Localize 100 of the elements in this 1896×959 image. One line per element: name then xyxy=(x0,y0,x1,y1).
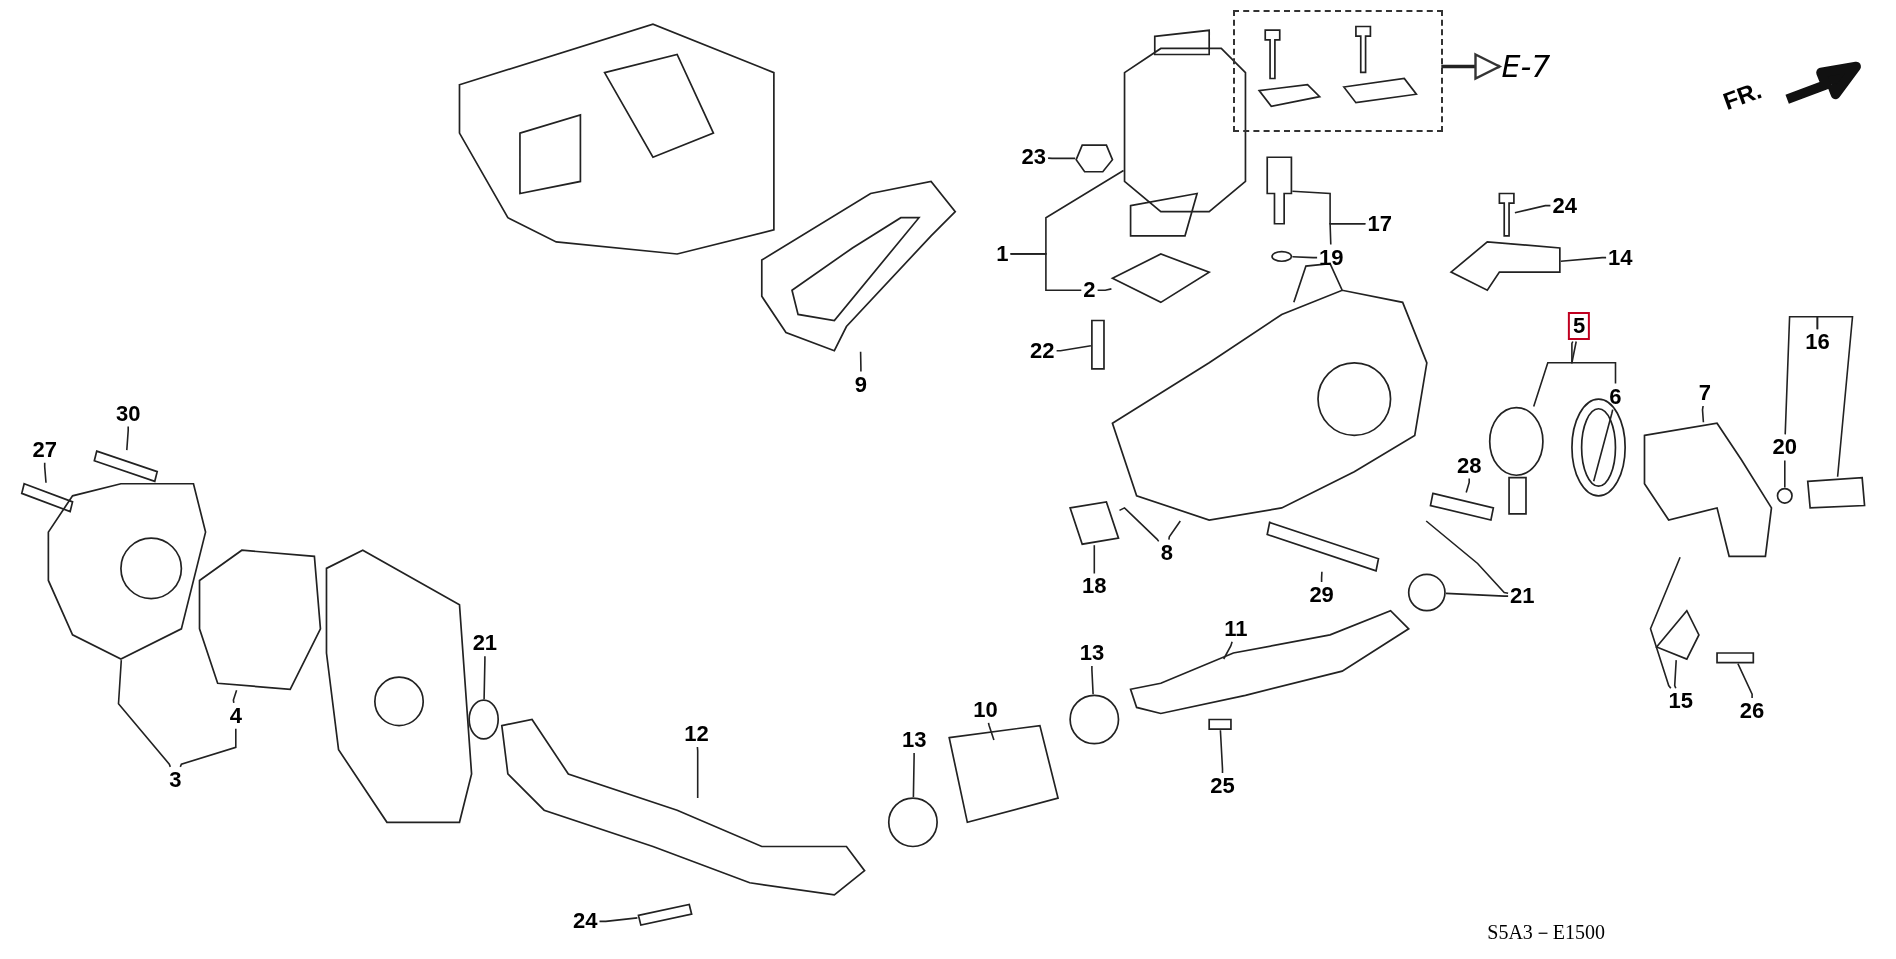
callout-number: 11 xyxy=(1223,616,1249,641)
callout-number: 28 xyxy=(1455,453,1483,478)
dashed-inset-box xyxy=(1233,9,1443,133)
leader-line xyxy=(987,722,995,741)
o-ring-drawing xyxy=(1407,573,1446,612)
leader-line xyxy=(1784,459,1786,489)
callout-number: 18 xyxy=(1081,574,1108,599)
leader-line xyxy=(1560,256,1607,262)
leader-line xyxy=(1055,345,1092,352)
callout-number: 13 xyxy=(900,728,928,752)
leader-line xyxy=(1219,729,1224,774)
callout-number: 23 xyxy=(1020,145,1048,170)
callout-number: 24 xyxy=(1551,193,1578,218)
egr-valve-drawing xyxy=(1123,29,1247,237)
leader-line xyxy=(43,462,47,484)
leader-line xyxy=(1118,506,1160,543)
leader-line xyxy=(1445,592,1509,597)
gasket-drawing xyxy=(198,549,322,691)
bracket-drawing xyxy=(1655,609,1700,661)
leader-line xyxy=(1168,520,1182,541)
leader-line xyxy=(1091,665,1094,696)
bolt-drawing xyxy=(1429,492,1495,522)
drawing-code: S5A3－E1500 xyxy=(1487,919,1606,945)
callout-number: 2 xyxy=(1082,278,1097,303)
leader-line xyxy=(1009,253,1083,291)
thermostat-cover-drawing xyxy=(1643,422,1773,558)
leader-line xyxy=(1701,405,1705,424)
leader-line xyxy=(1093,544,1096,575)
callout-number: 15 xyxy=(1667,689,1694,714)
bolt-drawing xyxy=(1716,652,1755,664)
stud-drawing xyxy=(1091,319,1105,370)
leader-line xyxy=(1673,659,1677,690)
callout-number: 29 xyxy=(1308,582,1335,607)
callout-number: 7 xyxy=(1697,381,1713,405)
bolt-drawing xyxy=(637,903,693,927)
bolt-drawing xyxy=(93,450,159,483)
sensor-drawing xyxy=(1806,476,1866,509)
reference-label: E-7 xyxy=(1500,54,1552,79)
callout-number: 10 xyxy=(972,697,999,722)
hose-clamp-drawing xyxy=(1069,694,1120,745)
leader-line xyxy=(1532,340,1574,408)
callout-number: 30 xyxy=(114,401,142,426)
leader-line xyxy=(1320,571,1323,583)
bolt-drawing xyxy=(1498,192,1515,237)
callout-number: 8 xyxy=(1159,540,1174,565)
callout-number: 24 xyxy=(572,909,599,934)
callout-number: 6 xyxy=(1608,384,1623,409)
leader-line xyxy=(483,655,486,700)
leader-line xyxy=(179,728,237,768)
leader-line xyxy=(1737,662,1753,699)
callout-number: 13 xyxy=(1078,640,1106,665)
o-ring-drawing xyxy=(468,699,500,740)
sensor-drawing xyxy=(1069,500,1120,546)
leader-line xyxy=(1514,204,1552,214)
callout-number: 25 xyxy=(1209,773,1236,798)
callout-number: 14 xyxy=(1607,245,1634,270)
leader-line xyxy=(1649,556,1681,690)
callout-number: 17 xyxy=(1366,211,1393,236)
leader-line xyxy=(1425,520,1509,595)
callout-number: 3 xyxy=(168,767,183,792)
leader-line xyxy=(232,689,238,704)
leader-line xyxy=(1570,340,1617,385)
callout-number: 4 xyxy=(228,703,243,728)
leader-line xyxy=(1592,408,1614,483)
callout-number: 20 xyxy=(1771,435,1798,460)
leader-line xyxy=(1047,157,1076,160)
direction-label: FR. xyxy=(1719,76,1766,116)
callout-number: 1 xyxy=(995,241,1010,266)
water-pipe-drawing xyxy=(500,718,866,896)
leader-line xyxy=(859,350,862,373)
washer-drawing xyxy=(1776,487,1793,504)
nut-drawing xyxy=(1075,144,1114,173)
callout-number: 21 xyxy=(1509,584,1536,609)
callout-number: 27 xyxy=(31,437,58,462)
callout-number: 9 xyxy=(853,372,869,397)
hose-clamp-drawing xyxy=(887,797,938,848)
thermostat-drawing xyxy=(1488,406,1544,515)
leader-line xyxy=(1291,256,1318,259)
leader-line xyxy=(1465,477,1470,494)
leader-line xyxy=(1096,288,1113,291)
hollow-arrow xyxy=(1441,53,1501,80)
bolt-drawing xyxy=(1266,521,1380,572)
leader-line xyxy=(696,746,699,799)
leader-line xyxy=(1816,316,1854,478)
bolt-drawing xyxy=(20,482,74,513)
boxed-callout-number: 5 xyxy=(1568,312,1591,341)
leader-line xyxy=(912,752,915,798)
washer-drawing xyxy=(1271,250,1293,263)
gasket-drawing xyxy=(760,180,957,352)
callout-number: 16 xyxy=(1804,330,1831,355)
callout-number: 21 xyxy=(471,631,499,656)
bracket-drawing xyxy=(1449,241,1561,292)
callout-number: 19 xyxy=(1318,245,1345,270)
gasket-drawing xyxy=(1110,253,1212,304)
leader-line xyxy=(126,425,129,451)
water-pipe-drawing xyxy=(1129,609,1411,715)
callout-number: 22 xyxy=(1029,338,1056,363)
hose-drawing xyxy=(948,724,1060,824)
bolt-drawing xyxy=(1208,718,1232,731)
leader-line xyxy=(117,659,172,768)
